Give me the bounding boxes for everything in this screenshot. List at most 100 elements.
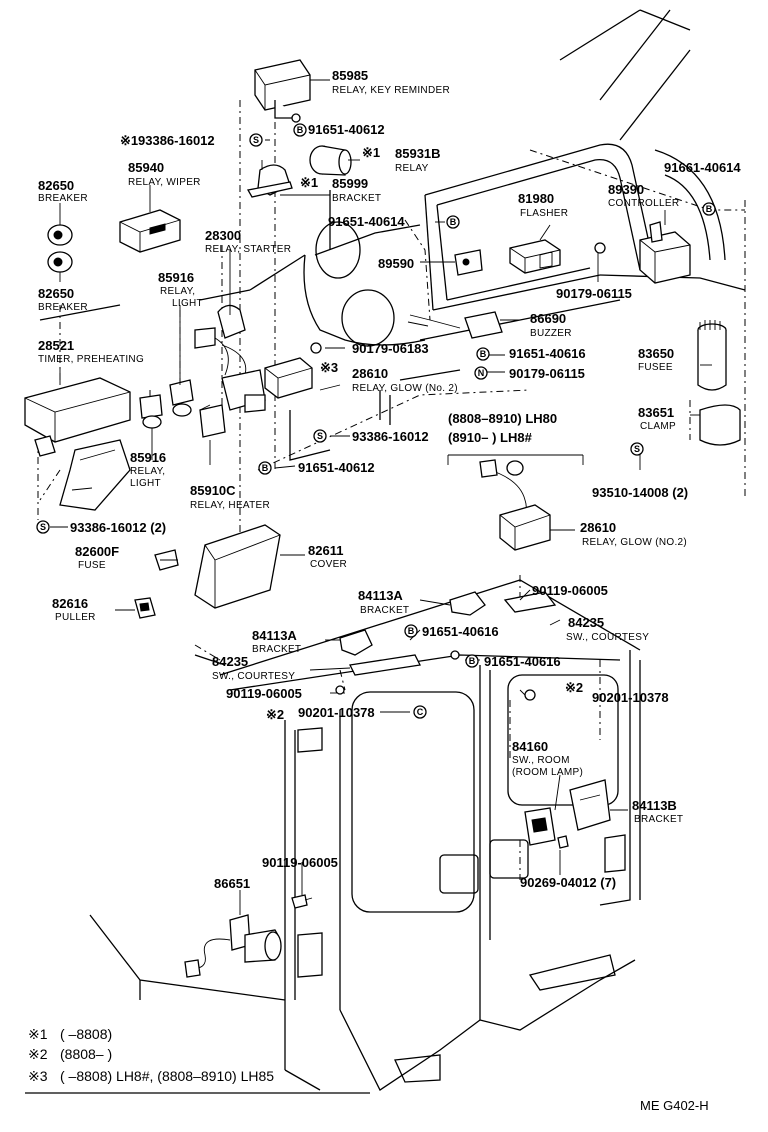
part-85999-bracket: [246, 164, 293, 198]
svg-text:B: B: [469, 656, 476, 666]
part-90269-screw: [557, 835, 569, 849]
label-28610-b-name: RELAY, GLOW (NO.2): [582, 537, 687, 548]
svg-text:N: N: [478, 368, 485, 378]
symbol-washer: S: [630, 442, 644, 456]
label-91651-40614-b: 91651-40614: [328, 214, 405, 229]
label-90201-10378-b: 90201-10378: [592, 690, 669, 705]
svg-text:C: C: [417, 707, 424, 717]
symbol-washer: S: [36, 520, 50, 534]
label-85916-b-name2: LIGHT: [130, 478, 161, 489]
part-85940-relay-wiper: [119, 209, 181, 253]
svg-text:B: B: [480, 349, 487, 359]
part-85985-relay-key-reminder: [254, 59, 311, 123]
part-labels: 85985 RELAY, KEY REMINDER 91651-40612 ※1…: [38, 68, 741, 891]
part-89590: [454, 249, 483, 276]
part-84113A-bracket-b: [339, 629, 373, 656]
footnote-3-text: ( –8808) LH8#, (8808–8910) LH85: [60, 1068, 274, 1084]
label-82616-name: PULLER: [55, 612, 96, 623]
leader-lines: [50, 79, 712, 915]
label-90119-06005-a: 90119-06005: [532, 583, 608, 598]
label-84235-a-name: SW., COURTESY: [212, 671, 295, 682]
label-85985-number: 85985: [332, 68, 368, 83]
symbol-bolt: B: [258, 461, 272, 475]
label-90179-06115-c: 90179-06115: [509, 366, 585, 381]
label-83650-name: FUSEE: [638, 362, 673, 373]
svg-text:S: S: [253, 135, 259, 145]
part-28610-relay-glow-upper: [221, 357, 313, 413]
label-84235-a-number: 84235: [212, 654, 248, 669]
label-84113A-b-number: 84113A: [252, 628, 297, 643]
label-84160-number: 84160: [512, 739, 548, 754]
label-84235-b-name: SW., COURTESY: [566, 632, 649, 643]
part-82616-puller: [134, 597, 156, 619]
part-82650-breaker-b: [47, 251, 73, 273]
part-85931B-relay: [309, 145, 352, 176]
svg-text:S: S: [40, 522, 46, 532]
label-84113B-name: BRACKET: [634, 814, 683, 825]
range-lh80: (8808–8910) LH80: [448, 411, 557, 426]
part-89390-controller: [639, 221, 691, 284]
part-84113B-bracket: [569, 779, 611, 831]
label-85916-b-name1: RELAY,: [130, 466, 165, 477]
part-82650-breaker-a: [47, 224, 73, 246]
note-mark-1-bracket: ※1: [300, 175, 318, 190]
label-91651-40612-d: 91651-40612: [298, 460, 375, 475]
label-91651-40616-f: 91651-40616: [484, 654, 561, 669]
label-85916-a-name2: LIGHT: [172, 298, 203, 309]
part-84235-switch-courtesy-b: [503, 591, 557, 613]
label-85931B-name: RELAY: [395, 163, 429, 174]
symbol-bolt: B: [293, 123, 307, 137]
label-28610-a-number: 28610: [352, 366, 388, 381]
label-86690-number: 86690: [530, 311, 566, 326]
svg-text:B: B: [408, 626, 415, 636]
label-85999-number: 85999: [332, 176, 368, 191]
label-84160-name1: SW., ROOM: [512, 755, 570, 766]
label-86690-name: BUZZER: [530, 328, 572, 339]
label-86651-number: 86651: [214, 876, 250, 891]
part-86690-buzzer: [407, 311, 503, 339]
symbol-bolt: B: [476, 347, 490, 361]
label-82650-b-number: 82650: [38, 286, 74, 301]
part-84113A-bracket-a: [449, 591, 486, 616]
screw-head: [335, 685, 345, 695]
label-90119-06005-b: 90119-06005: [226, 686, 302, 701]
svg-text:B: B: [450, 217, 457, 227]
part-83650-fusee: [697, 320, 727, 391]
part-relay-bracket: [59, 439, 131, 511]
part-86651: [184, 914, 282, 978]
note-mark-1: ※1: [362, 145, 380, 160]
label-84160-name2: (ROOM LAMP): [512, 767, 583, 778]
label-82611-name: COVER: [310, 559, 347, 570]
part-85916-relay-light-b: [139, 394, 163, 429]
label-85940-number: 85940: [128, 160, 164, 175]
label-84113A-a-number: 84113A: [358, 588, 403, 603]
symbol-bolt: B: [446, 215, 460, 229]
svg-text:S: S: [317, 431, 323, 441]
label-89590-number: 89590: [378, 256, 414, 271]
label-82650-b-name: BREAKER: [38, 302, 88, 313]
label-85916-a-name1: RELAY,: [160, 286, 195, 297]
label-93386-16012-top: 93386-16012: [138, 133, 215, 148]
label-85916-a-number: 85916: [158, 270, 194, 285]
svg-text:B: B: [262, 463, 269, 473]
fastener-symbols: B S B B B N S B S S B B C: [36, 123, 716, 719]
symbol-bolt: B: [465, 654, 479, 668]
label-82600F-name: FUSE: [78, 560, 106, 571]
label-93510-14008: 93510-14008 (2): [592, 485, 688, 500]
part-90119-bolt-lower: [291, 894, 313, 909]
part-84160-switch-room: [524, 807, 556, 846]
label-85910C-name: RELAY, HEATER: [190, 500, 270, 511]
footnote-3-mark: ※3: [28, 1068, 48, 1084]
part-85910C-relay-heater: [199, 404, 226, 438]
vehicle-structure: [39, 9, 746, 1091]
footnote-2-mark: ※2: [28, 1046, 48, 1062]
label-82650-a-number: 82650: [38, 178, 74, 193]
label-82611-number: 82611: [308, 543, 343, 558]
part-81980-flasher: [509, 239, 561, 274]
label-84113A-a-name: BRACKET: [360, 605, 409, 616]
part-85916-relay-light-a: [169, 379, 194, 417]
label-28300-number: 28300: [205, 228, 241, 243]
label-85999-name: BRACKET: [332, 193, 381, 204]
note-mark-2-left: ※2: [266, 707, 284, 722]
